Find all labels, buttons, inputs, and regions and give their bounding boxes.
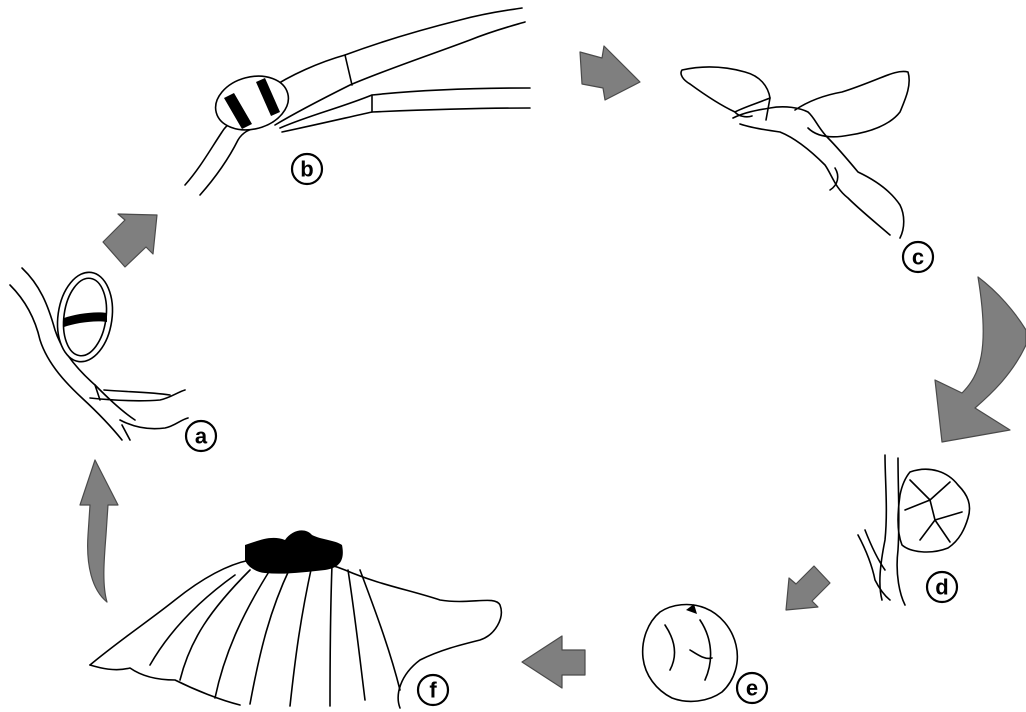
stage-label-d-text: d: [935, 575, 948, 600]
stage-label-f-text: f: [429, 678, 437, 703]
stage-label-d: d: [927, 572, 957, 602]
stage-a-drawing: [10, 268, 188, 440]
stage-label-b-text: b: [300, 157, 313, 182]
stage-b-drawing: [185, 8, 530, 195]
arrow-c-to-d-icon: [935, 277, 1026, 442]
stage-label-a-text: a: [195, 424, 208, 449]
stage-c-drawing: [681, 67, 909, 238]
stage-label-e-text: e: [746, 676, 758, 701]
stage-label-a: a: [186, 421, 216, 451]
arrow-f-to-a-icon: [80, 460, 118, 602]
arrow-d-to-e-icon: [786, 566, 830, 610]
arrow-a-to-b-icon: [103, 214, 157, 267]
arrow-b-to-c-icon: [580, 46, 640, 100]
stage-label-c: c: [903, 242, 933, 272]
arrow-e-to-f-icon: [522, 636, 585, 688]
stage-label-e: e: [737, 673, 767, 703]
stage-label-b: b: [292, 154, 322, 184]
stage-label-c-text: c: [912, 245, 924, 270]
stage-e-drawing: [643, 604, 738, 701]
stage-label-f: f: [418, 675, 448, 705]
